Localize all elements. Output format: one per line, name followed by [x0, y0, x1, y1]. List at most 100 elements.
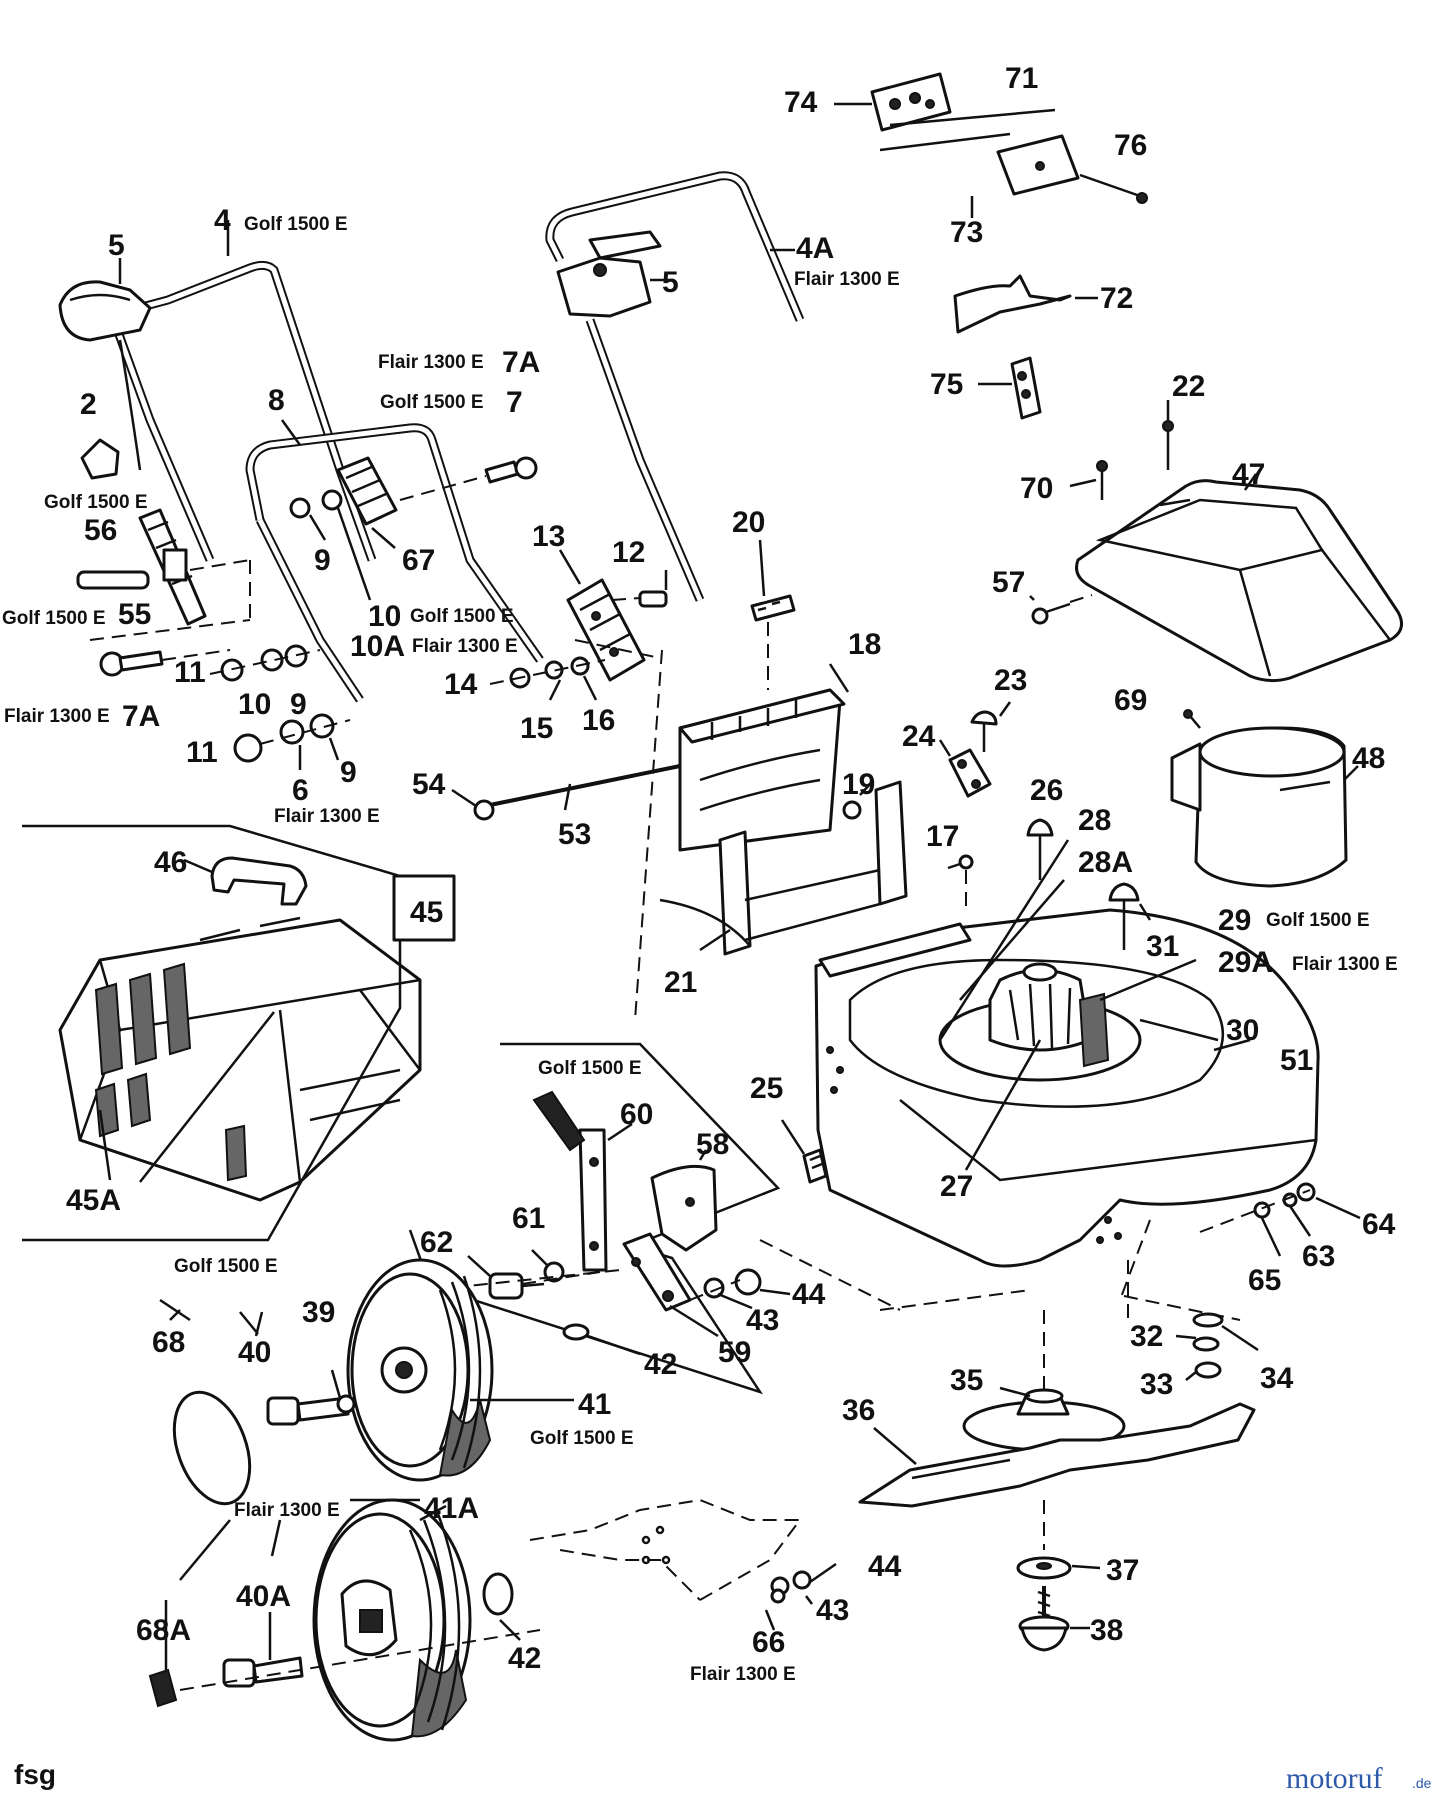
callout-7: 7 — [506, 386, 523, 419]
callout-47: 47 — [1232, 458, 1265, 491]
callout-27: 27 — [940, 1170, 973, 1203]
screw-part-25 — [802, 1148, 828, 1184]
callout-15: 15 — [520, 712, 553, 745]
nut-part-44 — [734, 1268, 762, 1296]
screw-part-22 — [1162, 420, 1174, 470]
callout-32: 32 — [1130, 1320, 1163, 1353]
callout-56: 56 — [84, 514, 117, 547]
screw-part-62 — [488, 1272, 545, 1300]
model-flair-66: Flair 1300 E — [690, 1664, 796, 1685]
clamp-part-13 — [566, 578, 646, 682]
callout-10-top: 10 — [368, 600, 401, 633]
callout-71: 71 — [1005, 62, 1038, 95]
callout-66: 66 — [752, 1626, 785, 1659]
nut-part-54 — [473, 799, 495, 821]
callout-25: 25 — [750, 1072, 783, 1105]
callout-70: 70 — [1020, 472, 1053, 505]
part-number-box-45 — [392, 874, 456, 942]
callout-33: 33 — [1140, 1368, 1173, 1401]
carry-handle-part-46 — [210, 856, 308, 906]
bracket-part-20 — [750, 594, 796, 622]
callout-20: 20 — [732, 506, 765, 539]
washer-part-32 — [1192, 1336, 1220, 1352]
model-flair-7A-lower: Flair 1300 E — [4, 706, 110, 727]
callout-24: 24 — [902, 720, 936, 753]
mower-deck-part-51 — [814, 908, 1320, 1268]
callout-5-flair: 5 — [662, 266, 679, 299]
callout-75: 75 — [930, 368, 963, 401]
screw-part-70 — [1096, 460, 1108, 500]
callout-21: 21 — [664, 966, 697, 999]
blade-bolt-part-38 — [1018, 1586, 1070, 1652]
model-flair-handle: Flair 1300 E — [794, 269, 900, 290]
washer-part-65 — [1253, 1201, 1271, 1219]
blade-hub-part-35 — [962, 1388, 1126, 1452]
callout-7A-top: 7A — [502, 346, 540, 379]
callout-57: 57 — [992, 566, 1025, 599]
callout-58: 58 — [696, 1128, 729, 1161]
model-golf-29: Golf 1500 E — [1266, 910, 1370, 931]
upper-handle-part-4A-flair — [545, 171, 805, 602]
screw-part-31 — [1108, 882, 1140, 902]
cap-part-26 — [1026, 818, 1054, 837]
callout-36: 36 — [842, 1394, 875, 1427]
callout-53: 53 — [558, 818, 591, 851]
callout-38: 38 — [1090, 1614, 1123, 1647]
model-golf-adjuster: Golf 1500 E — [538, 1058, 642, 1079]
screw-part-7A-lower — [99, 650, 164, 677]
wheel-part-41A — [312, 1498, 472, 1742]
model-golf-10: Golf 1500 E — [410, 606, 514, 627]
cap-part-23 — [970, 710, 998, 726]
washer-part-9 — [289, 497, 311, 519]
brand-logo: motoruf — [1286, 1762, 1383, 1795]
model-golf-2: Golf 1500 E — [44, 492, 148, 513]
axle-bolt-part-40A — [222, 1656, 304, 1688]
callout-55: 55 — [118, 598, 151, 631]
callout-43-flair: 43 — [816, 1594, 849, 1627]
grass-catcher-part-45 — [58, 916, 422, 1202]
callout-41: 41 — [578, 1388, 611, 1421]
model-flair-29A: Flair 1300 E — [1292, 954, 1398, 975]
callout-4: 4 — [214, 204, 231, 237]
model-golf-7: Golf 1500 E — [380, 392, 484, 413]
model-flair-7A-top: Flair 1300 E — [378, 352, 484, 373]
callout-35: 35 — [950, 1364, 983, 1397]
callout-42-flair: 42 — [508, 1642, 541, 1675]
callout-9-mid: 9 — [290, 688, 307, 721]
callout-4A: 4A — [796, 232, 834, 265]
washer-part-42 — [562, 1323, 590, 1341]
callout-44: 44 — [792, 1278, 826, 1311]
callout-14: 14 — [444, 668, 478, 701]
callout-17: 17 — [926, 820, 959, 853]
callout-54: 54 — [412, 768, 446, 801]
bracket-part-58 — [650, 1164, 718, 1252]
cable-clip-part-72 — [953, 274, 1072, 334]
callout-10-lower: 10 — [238, 688, 271, 721]
callout-13: 13 — [532, 520, 565, 553]
axle-bolt-part-40 — [266, 1394, 356, 1426]
model-flair-6: Flair 1300 E — [274, 806, 380, 827]
cable-holder-part-75 — [1010, 356, 1042, 420]
hub-cap-part-68A — [148, 1668, 178, 1708]
callout-31: 31 — [1146, 930, 1179, 963]
callout-61: 61 — [512, 1202, 545, 1235]
callout-74: 74 — [784, 86, 818, 119]
callout-29A: 29A — [1218, 946, 1273, 979]
frame-part-21 — [659, 780, 908, 956]
callout-23: 23 — [994, 664, 1027, 697]
callout-2: 2 — [80, 388, 97, 421]
handle-bracket-part-67 — [336, 456, 398, 526]
capacitor-part-24 — [948, 748, 992, 798]
blade-part-36 — [858, 1402, 1256, 1508]
motor-cover-part-47 — [1075, 479, 1404, 683]
callout-11-lower: 11 — [186, 736, 218, 769]
callout-39: 39 — [302, 1296, 335, 1329]
nut-part-43-flair — [792, 1570, 812, 1590]
callout-22: 22 — [1172, 370, 1205, 403]
callout-67: 67 — [402, 544, 435, 577]
washer-part-9-lower — [284, 644, 308, 668]
callout-10A: 10A — [350, 630, 405, 663]
callout-26: 26 — [1030, 774, 1063, 807]
brand-logo-suffix: .de — [1412, 1775, 1432, 1791]
